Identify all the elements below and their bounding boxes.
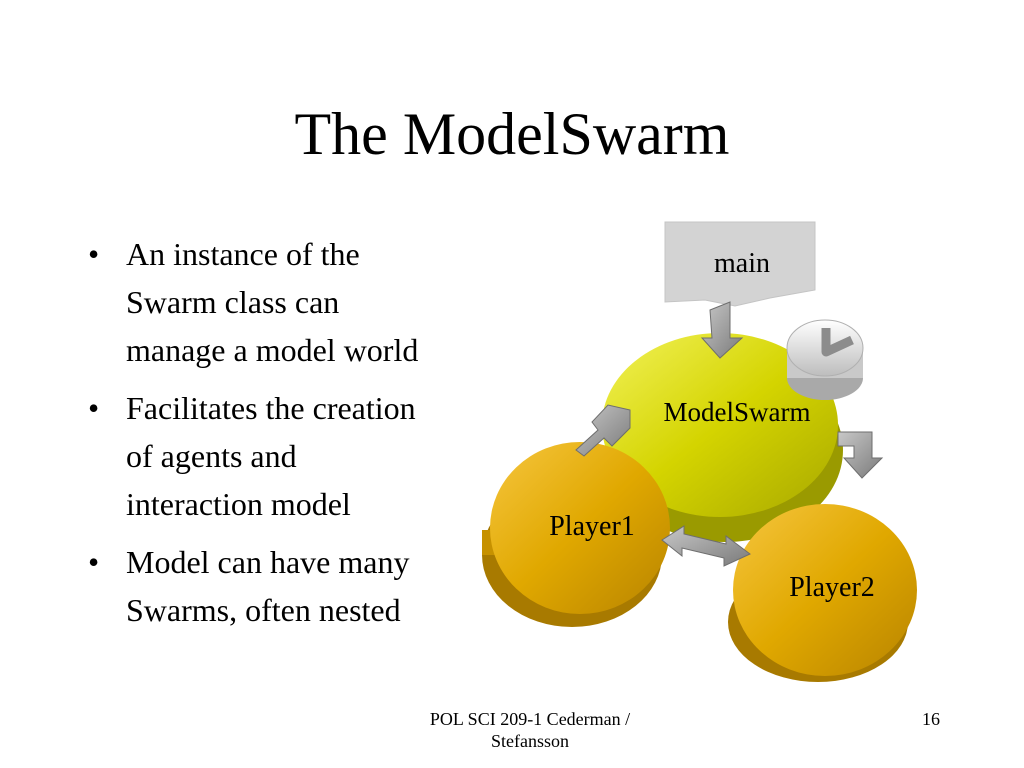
modelswarm-disk: ModelSwarm bbox=[602, 333, 843, 542]
footer-line: POL SCI 209-1 Cederman / bbox=[429, 709, 631, 729]
footer-line: Stefansson bbox=[491, 731, 569, 751]
bullet-line: Swarms, often nested bbox=[126, 592, 401, 628]
swarm-diagram: main ModelSwarm Player1 bbox=[480, 210, 940, 700]
player2-disk: Player2 bbox=[728, 504, 917, 682]
arrow-main-to-model bbox=[700, 301, 744, 359]
bullet-line: Model can have many bbox=[126, 544, 410, 580]
player2-label: Player2 bbox=[789, 572, 875, 603]
arrow-model-to-player1 bbox=[575, 404, 631, 457]
main-box: main bbox=[664, 221, 816, 307]
bullet-line: Swarm class can bbox=[126, 284, 340, 320]
page-number: 16 bbox=[922, 709, 940, 729]
bullet-item: • Facilitates the creation of agents and… bbox=[88, 384, 508, 528]
bullet-dot: • bbox=[88, 544, 100, 580]
bullet-dot: • bbox=[88, 236, 100, 272]
player1-disk: Player1 bbox=[482, 442, 670, 627]
main-label: main bbox=[714, 248, 770, 279]
player1-label: Player1 bbox=[549, 511, 635, 542]
slide-title: The ModelSwarm bbox=[294, 101, 730, 167]
slide-footer: POL SCI 209-1 Cederman / Stefansson bbox=[380, 708, 680, 752]
bullet-line: interaction model bbox=[126, 486, 351, 522]
arrow-model-to-player2 bbox=[837, 431, 884, 479]
arrow-player1-player2 bbox=[661, 525, 751, 567]
bullet-line: An instance of the bbox=[126, 236, 360, 272]
modelswarm-label: ModelSwarm bbox=[664, 397, 811, 427]
clock-icon bbox=[786, 319, 864, 400]
bullet-list: • An instance of the Swarm class can man… bbox=[88, 230, 508, 644]
bullet-line: of agents and bbox=[126, 438, 297, 474]
bullet-line: manage a model world bbox=[126, 332, 419, 368]
bullet-item: • Model can have many Swarms, often nest… bbox=[88, 538, 508, 634]
bullet-item: • An instance of the Swarm class can man… bbox=[88, 230, 508, 374]
bullet-line: Facilitates the creation bbox=[126, 390, 416, 426]
swarm-diagram-svg: main ModelSwarm Player1 bbox=[482, 221, 917, 682]
bullet-dot: • bbox=[88, 390, 100, 426]
